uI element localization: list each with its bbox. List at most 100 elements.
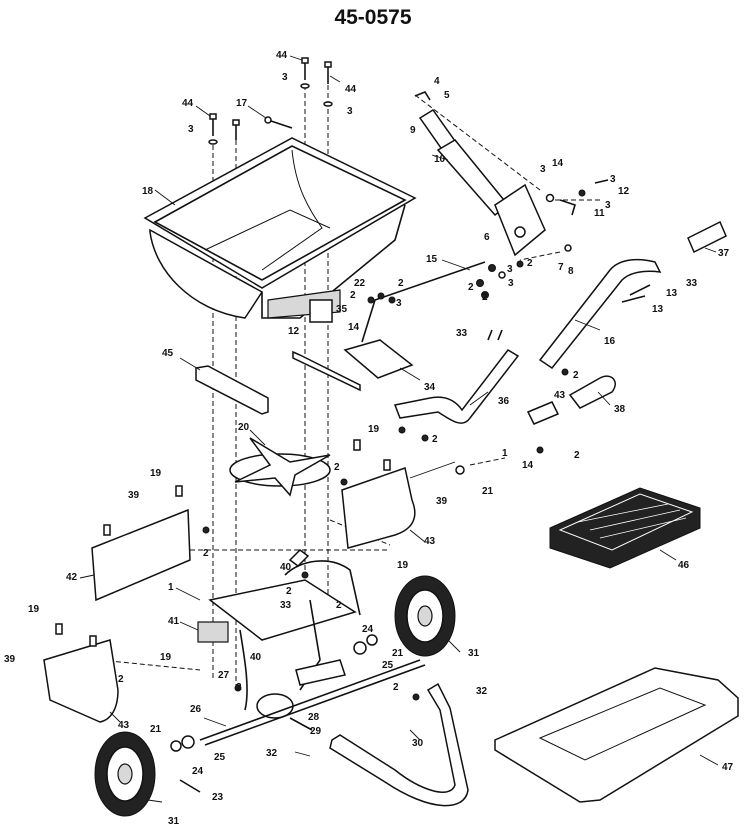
nuts-and-washers [102,260,569,701]
part-label-33: 33 [456,328,468,339]
part-label-2: 2 [574,450,580,461]
part-label-32: 32 [266,748,278,759]
wheels [94,575,456,817]
part-label-28: 28 [308,712,320,723]
part-labels: 44 3 44 3 44 3 17 18 4 5 9 10 3 14 3 12 … [4,50,734,827]
part-label-3: 3 [605,200,611,211]
part-label-13: 13 [652,304,664,315]
part-label-21: 21 [392,648,404,659]
part-label-24: 24 [362,624,374,635]
part-label-39: 39 [128,490,140,501]
mat [549,487,701,569]
part-label-2: 2 [468,282,474,293]
part-label-46: 46 [678,560,690,571]
part-label-3: 3 [188,124,194,135]
part-label-3: 3 [396,298,402,309]
part-label-40: 40 [250,652,262,663]
part-label-39: 39 [4,654,16,665]
part-label-11: 11 [594,208,605,219]
part-label-1: 1 [168,582,174,593]
part-label-14: 14 [348,322,360,333]
part-label-25: 25 [382,660,394,671]
part-label-25: 25 [214,752,226,763]
spinner [229,437,331,497]
part-label-2: 2 [118,674,124,685]
grips [526,375,616,425]
hopper [143,137,417,323]
part-label-44: 44 [182,98,194,109]
part-label-19: 19 [397,560,409,571]
part-label-30: 30 [412,738,424,749]
part-label-2: 2 [236,682,242,693]
part-label-38: 38 [614,404,626,415]
hub-parts [170,634,378,793]
gate-plates [195,339,414,415]
part-label-40: 40 [280,562,292,573]
part-label-19: 19 [28,604,40,615]
part-label-2: 2 [432,434,438,445]
diagram-title: 45-0575 [334,6,412,29]
upper-handle [538,220,727,370]
part-label-13: 13 [666,288,678,299]
part-label-3: 3 [508,278,514,289]
part-label-5: 5 [444,90,450,101]
part-label-10: 10 [434,154,446,165]
part-label-8: 8 [568,266,574,277]
part-label-9: 9 [410,125,416,136]
part-label-19: 19 [150,468,162,479]
part-label-2: 2 [482,292,488,303]
part-label-26: 26 [190,704,202,715]
part-label-22: 22 [354,278,366,289]
part-label-45: 45 [162,348,174,359]
part-label-2: 2 [398,278,404,289]
frame [197,549,361,711]
part-label-47: 47 [722,762,734,773]
part-label-2: 2 [393,682,399,693]
gearbox-axle [199,659,426,746]
part-label-29: 29 [310,726,322,737]
part-label-33: 33 [686,278,698,289]
part-label-42: 42 [66,572,78,583]
part-label-23: 23 [212,792,224,803]
part-label-43: 43 [554,390,566,401]
part-label-14: 14 [522,460,534,471]
part-label-37: 37 [718,248,730,259]
stand [329,682,469,807]
cover [494,667,739,803]
part-label-21: 21 [150,724,162,735]
part-label-43: 43 [118,720,130,731]
hopper-bolts [208,57,333,145]
part-label-27: 27 [218,670,230,681]
part-label-3: 3 [507,264,513,275]
part-label-18: 18 [142,186,154,197]
part-label-36: 36 [498,396,510,407]
part-label-3: 3 [540,164,546,175]
handle-bracket [414,91,546,257]
part-label-6: 6 [484,232,490,243]
part-label-2: 2 [573,370,579,381]
part-label-12: 12 [618,186,630,197]
part-label-24: 24 [192,766,204,777]
shutoff-rod [264,116,293,129]
part-label-3: 3 [282,72,288,83]
part-label-12: 12 [288,326,300,337]
part-label-31: 31 [168,816,180,827]
part-label-33: 33 [280,600,292,611]
part-label-32: 32 [476,686,488,697]
control-hardware [545,179,609,252]
part-label-15: 15 [426,254,438,265]
part-label-3: 3 [610,174,616,185]
part-label-19: 19 [368,424,380,435]
part-label-20: 20 [238,422,250,433]
part-label-39: 39 [436,496,448,507]
part-label-2: 2 [334,462,340,473]
part-label-31: 31 [468,648,480,659]
part-label-2: 2 [203,548,209,559]
part-label-21: 21 [482,486,494,497]
part-label-7: 7 [558,262,564,273]
part-label-2: 2 [527,258,533,269]
part-label-44: 44 [276,50,288,61]
part-label-17: 17 [236,98,248,109]
